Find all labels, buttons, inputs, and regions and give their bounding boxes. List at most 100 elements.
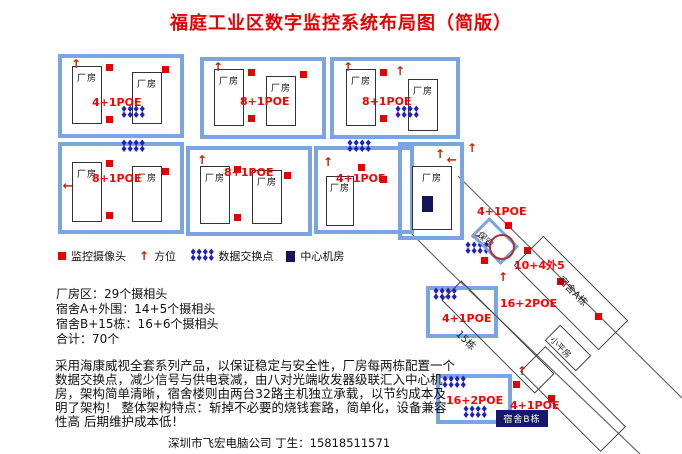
camera-icon (58, 252, 66, 260)
camera-icon (380, 176, 387, 183)
factory-block-dorm-b-switch: 16+2POE (436, 374, 512, 424)
camera-icon (505, 222, 512, 229)
factory-room: 厂房 (72, 162, 102, 222)
stat-total: 合计：70个 (56, 332, 120, 346)
factory-room-label: 厂房 (412, 87, 433, 97)
switch-cluster-icon: ♦♦♦♦♦♦♦♦ (462, 405, 488, 421)
camera-icon (106, 64, 113, 71)
camera-icon (513, 381, 520, 388)
direction-arrow-icon: ↑ (516, 364, 528, 378)
factory-room: 厂房 (326, 176, 354, 226)
poe-count-label: 10+4外5 (514, 259, 565, 272)
factory-room-label: 厂房 (136, 174, 157, 184)
poe-count-label: 4+1POE (442, 312, 492, 325)
factory-block-dorm-a-switch: 4+1POE (426, 286, 498, 338)
factory-room: 厂房 (72, 66, 102, 124)
camera-icon (284, 172, 291, 179)
legend-item-camera: 监控摄像头 (58, 248, 126, 264)
direction-arrow-icon: ↑ (466, 141, 478, 155)
direction-arrow-icon: ↑ (212, 60, 224, 74)
camera-icon (106, 160, 113, 167)
factory-room-label: 厂房 (76, 170, 97, 180)
factory-room: 厂房 (132, 72, 162, 124)
direction-arrow-icon: ↑ (61, 180, 75, 192)
direction-arrow-icon: ↑ (196, 153, 208, 167)
stat-factory: 厂房区：29个摄相头 (56, 287, 168, 301)
legend-item-switch: ♦♦♦♦♦♦♦♦ 数据交换点 (189, 248, 273, 264)
legend-item-direction: ↑ 方位 (139, 248, 176, 264)
factory-room: 厂房 (408, 79, 438, 131)
switch-cluster-icon: ♦♦♦♦♦♦♦♦ (464, 241, 490, 257)
factory-room-label: 厂房 (218, 77, 239, 87)
factory-room-label: 厂房 (329, 184, 350, 194)
switch-cluster-icon: ♦♦♦♦♦♦♦♦ (432, 287, 458, 303)
direction-arrow-icon: ↑ (497, 270, 509, 284)
camera-icon (162, 66, 169, 73)
poe-count-label: 16+2POE (446, 394, 504, 407)
legend-camera-label: 监控摄像头 (71, 250, 126, 263)
camera-icon (106, 212, 113, 219)
camera-icon (548, 395, 555, 402)
factory-room: 厂房 (266, 76, 296, 126)
system-description: 采用海康威视全套系列产品，以保证稳定与安全性，厂房每两栋配置一个数据交换点，减少… (55, 358, 456, 429)
road-line-upper (457, 175, 682, 399)
factory-room-label: 厂房 (76, 74, 97, 84)
direction-arrow-icon: ↑ (394, 64, 406, 78)
poe-count-label: 16+2POE (500, 297, 558, 310)
factory-room: 厂房 (200, 166, 230, 224)
page-title: 福庭工业区数字监控系统布局图（简版） (170, 13, 512, 34)
switch-cluster-icon: ♦♦♦♦♦♦♦♦ (120, 105, 146, 121)
dorm-b-badge: 宿舍B栋 (496, 410, 548, 427)
camera-icon (557, 278, 564, 285)
factory-block-center-room: 厂房↑↑ (398, 142, 464, 240)
legend-item-server: 中心机房 (286, 248, 344, 264)
stat-dorm-a: 宿舍A+外围：14+5个摄相头 (56, 302, 216, 316)
poe-count-label: 8+1POE (362, 95, 412, 108)
direction-arrow-icon: ↑ (445, 154, 459, 166)
legend-server-label: 中心机房 (300, 250, 345, 263)
poe-count-label: 4+1POE (336, 172, 386, 185)
camera-icon (106, 116, 113, 123)
factory-room: 厂房 (346, 69, 376, 126)
camera-icon (234, 166, 241, 173)
switch-cluster-icon: ♦♦♦♦♦♦♦♦ (394, 105, 420, 121)
camera-icon (358, 164, 365, 171)
poe-count-label: 8+1POE (240, 95, 290, 108)
factory-room: 厂房 (132, 166, 162, 222)
camera-icon (234, 214, 241, 221)
poe-count-label: 4+1POE (477, 205, 527, 218)
camera-icon (380, 115, 387, 122)
poe-count-label: 8+1POE (92, 172, 142, 185)
camera-icon (524, 247, 531, 254)
stat-dorm-b: 宿舍B+15栋：16+6个摄相头 (56, 317, 219, 331)
camera-icon (248, 115, 255, 122)
factory-room-label: 厂房 (136, 80, 157, 90)
factory-room-label: 厂房 (270, 84, 291, 94)
legend: 监控摄像头 ↑ 方位 ♦♦♦♦♦♦♦♦ 数据交换点 中心机房 (58, 248, 344, 264)
legend-switch-label: 数据交换点 (218, 250, 274, 263)
switch-cluster-icon: ♦♦♦♦♦♦♦♦ (189, 248, 215, 264)
camera-icon (481, 257, 488, 264)
camera-icon (248, 69, 255, 76)
direction-arrow-icon: ↑ (322, 155, 334, 169)
legend-direction-label: 方位 (154, 250, 177, 263)
camera-icon (300, 71, 307, 78)
poe-count-label: 8+1POE (224, 166, 274, 179)
factory-room-label: 厂房 (256, 178, 277, 188)
camera-icon (162, 168, 169, 175)
security-circle (489, 234, 515, 260)
direction-arrow-icon: ↑ (434, 147, 446, 161)
camera-icon (595, 313, 602, 320)
direction-arrow-icon: ↑ (70, 57, 82, 71)
direction-arrow-icon: ↑ (342, 60, 354, 74)
camera-icon (380, 69, 387, 76)
switch-cluster-icon: ♦♦♦♦♦♦♦♦ (120, 139, 146, 155)
factory-room: 厂房 (252, 170, 282, 224)
switch-cluster-icon: ♦♦♦♦♦♦♦♦ (346, 139, 372, 155)
poe-count-label: 4+1POE (92, 96, 142, 109)
